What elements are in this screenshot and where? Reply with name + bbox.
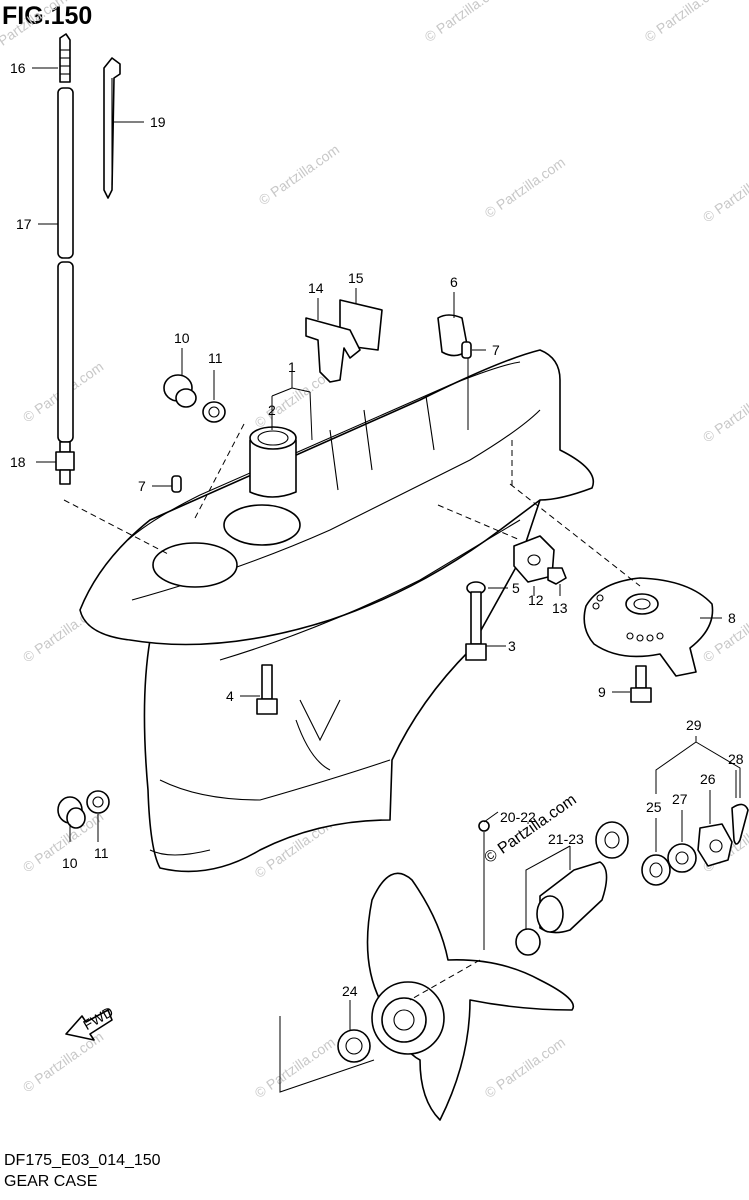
callout-10: 10 [174, 330, 190, 346]
plug-and-gasket-lower [57, 790, 110, 829]
part-20-22-ring [478, 820, 490, 832]
part-18-rod-nut [55, 451, 75, 471]
callout-labels: 16 19 17 14 15 6 7 10 11 1 2 18 7 5 12 1… [10, 60, 744, 999]
callout-14: 14 [308, 280, 324, 296]
watermark: © Partzilla.com [256, 141, 342, 208]
figure-caption: GEAR CASE [4, 1173, 98, 1190]
part-26-nut [697, 823, 733, 867]
callout-8: 8 [728, 610, 736, 626]
callout-21-23: 21-23 [548, 831, 584, 847]
part-11-gasket [202, 401, 226, 423]
thrust-hub-set [478, 820, 629, 956]
leader-lines [32, 67, 741, 1093]
shift-rod-assembly [55, 33, 75, 485]
part-4-bolt [256, 664, 278, 715]
part-1-gear-case [79, 349, 595, 873]
model-code: DF175_E03_014_150 [4, 1152, 161, 1169]
watermark: © Partzilla.com [482, 154, 568, 221]
part-2-bearing [249, 439, 297, 498]
callout-13: 13 [552, 600, 568, 616]
part-18-rod-neck [59, 441, 71, 453]
part-27-washer [667, 843, 697, 873]
callout-20-22: 20-22 [500, 809, 536, 825]
part-17-rod-lower [57, 261, 74, 443]
callout-11: 11 [94, 845, 109, 861]
part-3-bolt [465, 591, 487, 661]
callout-3: 3 [508, 638, 516, 654]
part-7-dowel-pin-top [461, 341, 472, 359]
callout-9: 9 [598, 684, 606, 700]
callout-10: 10 [62, 855, 78, 871]
assembly-dashed-lines [63, 423, 641, 1001]
bracket-assembly [305, 299, 383, 383]
propeller-nut-set [641, 803, 749, 886]
callout-24: 24 [342, 983, 358, 999]
watermark: © Partzilla.com [642, 0, 728, 45]
callout-29: 29 [686, 717, 702, 733]
part-19-pin [103, 57, 121, 199]
part-18-rod-thread [59, 469, 71, 485]
watermark: © Partzilla.com [482, 1034, 568, 1101]
figure-title: FIG.150 [2, 2, 93, 30]
callout-5: 5 [512, 580, 520, 596]
callout-6: 6 [450, 274, 458, 290]
callout-7: 7 [492, 342, 500, 358]
callout-27: 27 [672, 791, 688, 807]
part-13-screw [547, 567, 567, 585]
watermark: © Partzilla.com [422, 0, 508, 45]
part-9-bolt [630, 665, 652, 703]
plug-and-gasket-top [163, 374, 226, 423]
part-17-rod-upper [57, 87, 74, 259]
part-28-cotter-pin [731, 803, 749, 845]
fwd-direction-arrow: FWD [65, 1003, 116, 1041]
watermark: © Partzilla.com [252, 1034, 338, 1101]
callout-25: 25 [646, 799, 662, 815]
part-8-trim-tab [583, 577, 714, 677]
watermark-prominent: © Partzilla.com [482, 791, 580, 867]
propeller [366, 872, 575, 1121]
part-25-washer [641, 854, 671, 886]
callout-17: 17 [16, 216, 32, 232]
watermark: © Partzilla.com [700, 158, 749, 225]
callout-18: 18 [10, 454, 26, 470]
watermark: © Partzilla.com [700, 378, 749, 445]
callout-7: 7 [138, 478, 146, 494]
part-14-bracket [305, 317, 361, 383]
callout-19: 19 [150, 114, 166, 130]
trim-tab-hardware [466, 535, 567, 595]
callout-16: 16 [10, 60, 26, 76]
callout-26: 26 [700, 771, 716, 787]
callout-12: 12 [528, 592, 544, 608]
callout-11: 11 [208, 350, 223, 366]
callout-28: 28 [728, 751, 744, 767]
part-7-dowel-pin-left [171, 475, 182, 493]
part-24-spacer [337, 1029, 371, 1063]
callout-2: 2 [268, 402, 276, 418]
callout-4: 4 [226, 688, 234, 704]
callout-15: 15 [348, 270, 364, 286]
callout-1: 1 [288, 359, 296, 375]
